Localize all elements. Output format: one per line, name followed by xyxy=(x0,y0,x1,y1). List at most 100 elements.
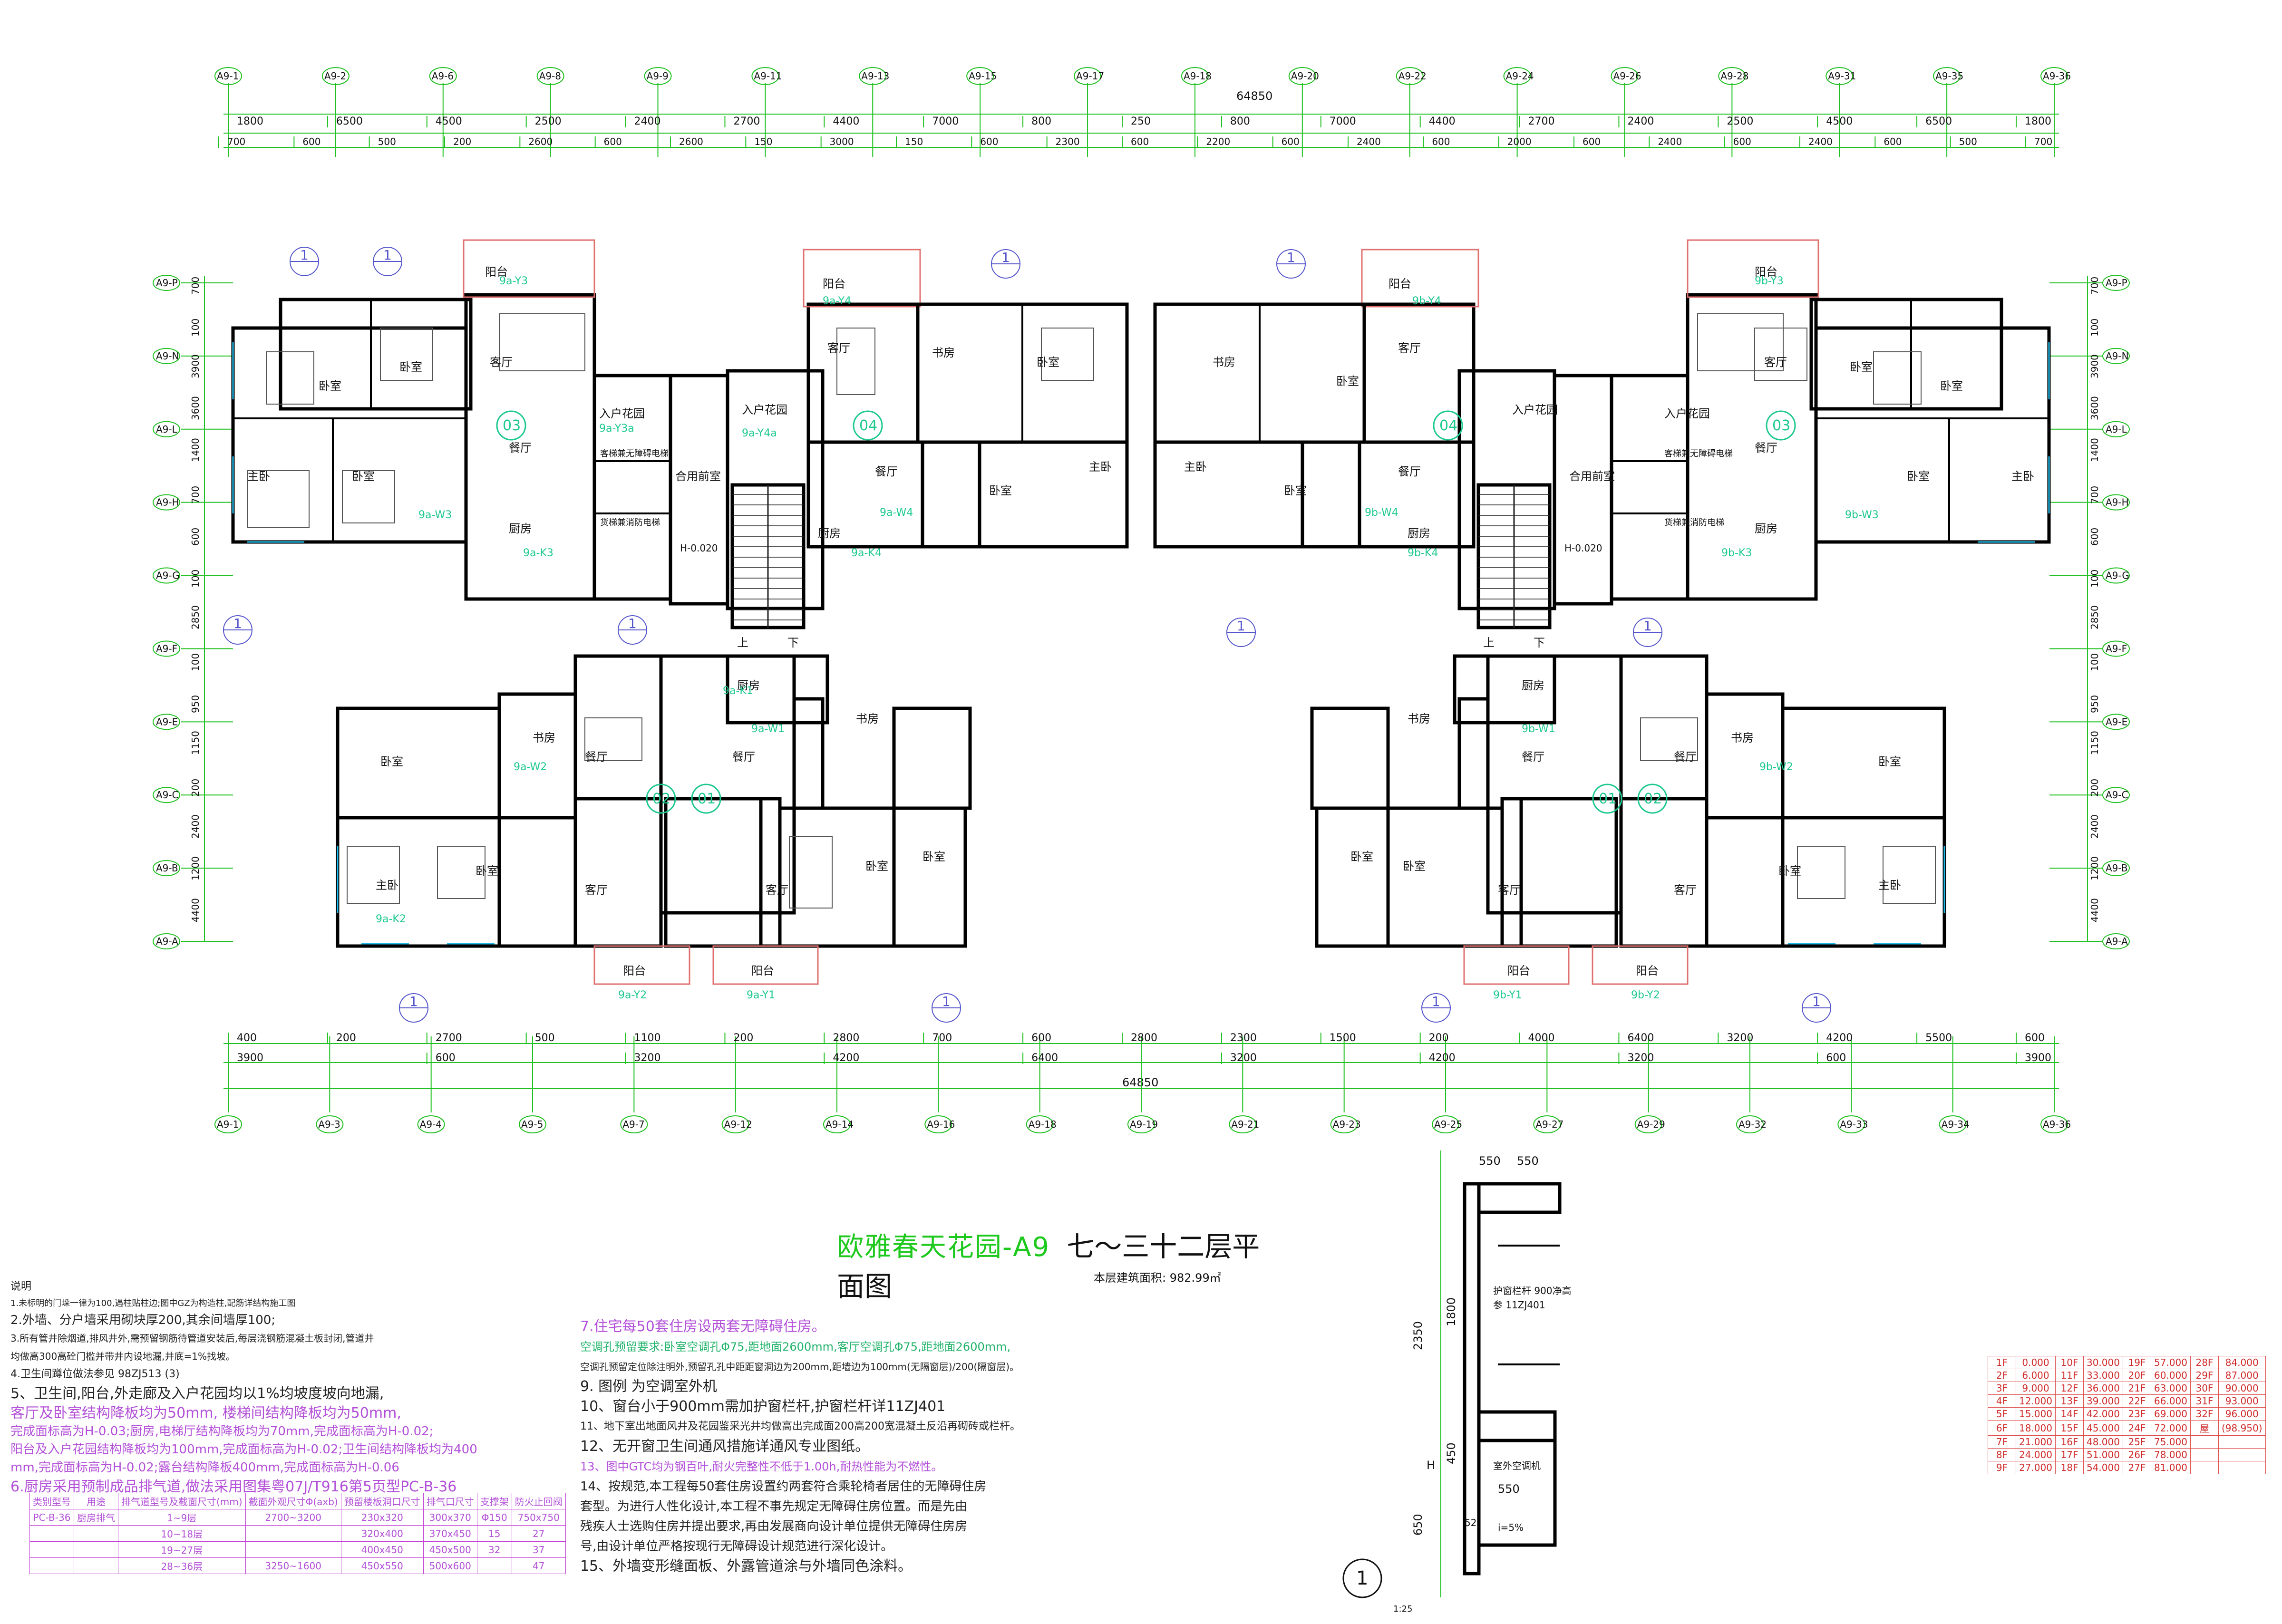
room-master-bedroom: 主卧 xyxy=(2011,470,2034,483)
dim-text: 100 xyxy=(2089,319,2100,337)
table-row: PC-B-36 厨房排气 1~9层 2700~3200 230x320 300x… xyxy=(29,1509,566,1526)
unit-code: 9b-W4 xyxy=(1365,507,1398,519)
table-cell: 2F xyxy=(1988,1369,2016,1382)
unit-code: 9a-K3 xyxy=(523,547,554,559)
table-cell: 27 xyxy=(511,1525,566,1542)
note-line: 残疾人士选购住房并提出要求,再由发展商向设计单位提供无障碍住房房 xyxy=(580,1519,968,1534)
dim-text: 2500 xyxy=(535,116,562,127)
room-kitchen: 厨房 xyxy=(1522,679,1544,692)
axis-label: A9-4 xyxy=(420,1119,442,1130)
table-cell: 32F xyxy=(2190,1407,2219,1421)
table-cell: 51.000 xyxy=(2083,1448,2123,1461)
table-cell: 5F xyxy=(1988,1407,2016,1421)
axis-bubble xyxy=(2040,1115,2068,1133)
axis-label: A9-32 xyxy=(1738,1119,1767,1130)
dim-text: 200 xyxy=(733,1032,753,1044)
axis-bubble xyxy=(1933,67,1961,85)
dim-text: 600 xyxy=(1884,136,1902,147)
dim-text: 3200 xyxy=(1627,1052,1654,1064)
table-cell: 450x500 xyxy=(423,1541,477,1558)
table-cell: 29F xyxy=(2190,1369,2219,1382)
detail-dim-left: 2350 xyxy=(1411,1321,1425,1350)
axis-bubble xyxy=(2102,567,2130,584)
dim-text: 2400 xyxy=(1658,136,1682,147)
axis-bubble xyxy=(751,67,779,85)
dim-text: 3900 xyxy=(237,1052,263,1064)
room-master-bedroom: 主卧 xyxy=(247,470,270,483)
room-bedroom: 卧室 xyxy=(380,755,403,768)
dim-text: 4400 xyxy=(190,898,201,922)
dim-text: 100 xyxy=(190,319,201,337)
table-cell: 47 xyxy=(511,1557,566,1574)
axis-label: A9-31 xyxy=(1828,70,1856,82)
detail-h-label: H xyxy=(1427,1459,1435,1472)
table-cell: 类别型号 xyxy=(29,1493,74,1509)
axis-bubble xyxy=(1736,1115,1764,1133)
table-cell: 75.000 xyxy=(2150,1435,2191,1449)
table-cell: 28F xyxy=(2190,1356,2219,1369)
room-kitchen: 厨房 xyxy=(1408,527,1430,540)
dim-text: 800 xyxy=(1230,116,1250,127)
unit-code: 9a-Y2 xyxy=(618,989,647,1001)
table-cell: 11F xyxy=(2055,1369,2084,1382)
note-line: 1.未标明的门垛一律为100,遇柱贴柱边;图中GZ为构造柱,配筋详结构施工图 xyxy=(10,1298,296,1308)
axis-label: A9-29 xyxy=(1637,1119,1665,1130)
axis-bubble xyxy=(1432,1115,1459,1133)
notes-left: 说明 1.未标明的门垛一律为100,遇柱贴柱边;图中GZ为构造柱,配筋详结构施工… xyxy=(10,1278,572,1498)
table-cell: 20F xyxy=(2122,1369,2151,1382)
table-cell: 9.000 xyxy=(2016,1382,2056,1395)
dim-text: 600 xyxy=(1031,1032,1051,1044)
unit-code: 9a-Y4 xyxy=(823,295,851,307)
room-dining: 餐厅 xyxy=(1755,441,1777,454)
axis-bubble xyxy=(429,67,457,85)
table-cell: 15 xyxy=(476,1525,512,1542)
table-cell: 33.000 xyxy=(2083,1369,2123,1382)
table-cell: 450x550 xyxy=(340,1557,424,1574)
dim-text: 600 xyxy=(980,136,998,147)
windows xyxy=(232,342,2050,945)
dim-text: 3600 xyxy=(2089,396,2100,420)
table-cell: 66.000 xyxy=(2150,1394,2191,1408)
table-cell: 300x370 xyxy=(423,1509,477,1526)
note-line: 完成面标高为H-0.03;厨房,电梯厅结构降板均为70mm,完成面标高为H-0.… xyxy=(10,1424,434,1439)
section-mark-text: 1 xyxy=(942,994,951,1009)
dim-text: 4500 xyxy=(1826,116,1853,127)
table-cell xyxy=(2218,1461,2266,1474)
table-cell: 3F xyxy=(1988,1382,2016,1395)
axis-bubble xyxy=(1634,1115,1662,1133)
axis-label: A9-1 xyxy=(217,1119,239,1130)
axis-bubble xyxy=(924,1115,952,1133)
table-cell: 23F xyxy=(2122,1407,2151,1421)
axis-label: A9-19 xyxy=(1130,1119,1158,1130)
dim-text: 600 xyxy=(1131,136,1149,147)
project-title: 欧雅春天花园-A9 xyxy=(837,1232,1050,1263)
dims-left: 7001003900360014007006001002850100950115… xyxy=(190,277,201,922)
dim-text: 800 xyxy=(1031,116,1051,127)
dim-text: 150 xyxy=(905,136,923,147)
left-lower-wing xyxy=(336,654,972,985)
table-cell: 10F xyxy=(2055,1356,2084,1369)
axis-bubble xyxy=(536,67,564,85)
table-cell xyxy=(2190,1461,2219,1474)
axis-bubble xyxy=(153,275,180,291)
table-cell: 36.000 xyxy=(2083,1382,2123,1395)
table-cell: 截面外观尺寸Φ(axb) xyxy=(245,1493,341,1509)
dim-text: 6400 xyxy=(1031,1052,1058,1064)
note-line: 空调孔预留定位除注明外,预留孔孔中距距窗洞边为200mm,距墙边为100mm(无… xyxy=(580,1361,1020,1373)
room-study: 书房 xyxy=(932,346,955,359)
table-cell: 60.000 xyxy=(2150,1369,2191,1382)
dim-text: 6400 xyxy=(1627,1032,1654,1044)
dim-text: 1400 xyxy=(190,438,201,462)
detail-dim-top: 550 xyxy=(1479,1154,1501,1168)
unit-code: 9b-W3 xyxy=(1845,509,1879,521)
dim-text: 5500 xyxy=(1925,1032,1952,1044)
room-living: 客厅 xyxy=(827,341,850,355)
room-bedroom: 卧室 xyxy=(1037,356,1059,369)
axis-bubble xyxy=(1396,67,1424,85)
table-cell: 22F xyxy=(2122,1394,2151,1408)
room-bedroom: 卧室 xyxy=(865,860,888,873)
dim-text: 6500 xyxy=(1925,116,1952,127)
